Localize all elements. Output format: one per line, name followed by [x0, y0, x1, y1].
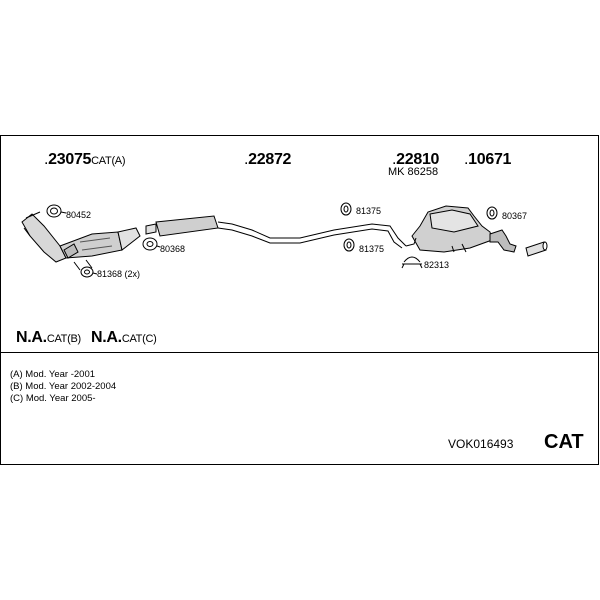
article-code: VOK016493: [448, 437, 514, 451]
part-23075: .23075CAT(A): [44, 151, 126, 168]
model-year-notes: (A) Mod. Year -2001 (B) Mod. Year 2002-2…: [10, 369, 116, 405]
hanger-81375-bottom: [343, 238, 355, 252]
nut-81368: [80, 266, 98, 278]
na-cat-c: N.A.CAT(C): [91, 329, 157, 346]
callout-80367: 80367: [502, 211, 528, 221]
note-b: (B) Mod. Year 2002-2004: [10, 381, 117, 392]
part-22872: .22872: [244, 151, 292, 168]
gasket-80368: [142, 237, 161, 251]
callout-81375-top: 81375: [356, 206, 382, 216]
callout-80368: 80368: [160, 244, 186, 254]
middle-silencer-pipe: [145, 215, 407, 249]
part-10671: .10671: [464, 151, 512, 168]
diagram-frame: [0, 135, 599, 465]
callout-81368: 81368 (2x): [97, 269, 141, 279]
callout-82313: 82313: [424, 260, 450, 270]
tail-pipe: [525, 241, 548, 257]
callout-81375-bottom: 81375: [359, 244, 385, 254]
note-c: (C) Mod. Year 2005-: [10, 393, 96, 404]
part-22810: .22810: [392, 151, 440, 168]
hanger-81375-top: [340, 202, 352, 216]
rear-silencer: [405, 205, 517, 253]
clamp-82313: [401, 256, 423, 269]
callout-80452: 80452: [66, 210, 92, 220]
catalytic-converter: [21, 211, 141, 271]
cat-label: CAT: [544, 431, 584, 453]
note-a: (A) Mod. Year -2001: [10, 369, 96, 380]
gasket-80452: [46, 204, 67, 218]
na-cat-b: N.A.CAT(B): [16, 329, 81, 346]
hanger-80367: [486, 206, 498, 220]
section-divider: [0, 352, 599, 353]
mk-label: MK 86258: [388, 166, 439, 178]
